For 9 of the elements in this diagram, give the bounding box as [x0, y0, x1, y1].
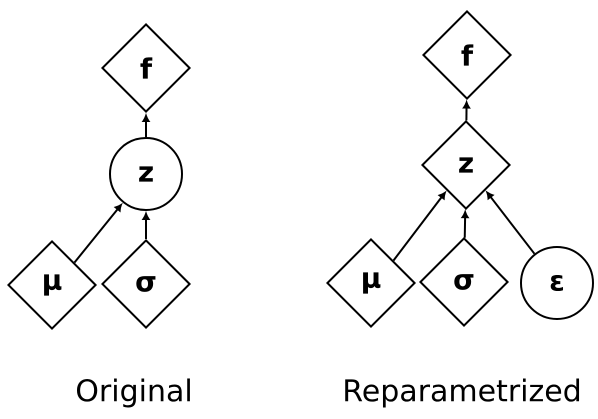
arrow: [486, 192, 536, 254]
arrow: [462, 102, 470, 120]
panel-caption: Original: [76, 378, 190, 408]
panel-caption: Reparametrized: [345, 378, 580, 408]
arrow: [462, 211, 469, 238]
arrow: [74, 204, 122, 264]
arrow: [142, 212, 150, 239]
arrow: [142, 114, 150, 137]
arrow: [392, 192, 446, 262]
